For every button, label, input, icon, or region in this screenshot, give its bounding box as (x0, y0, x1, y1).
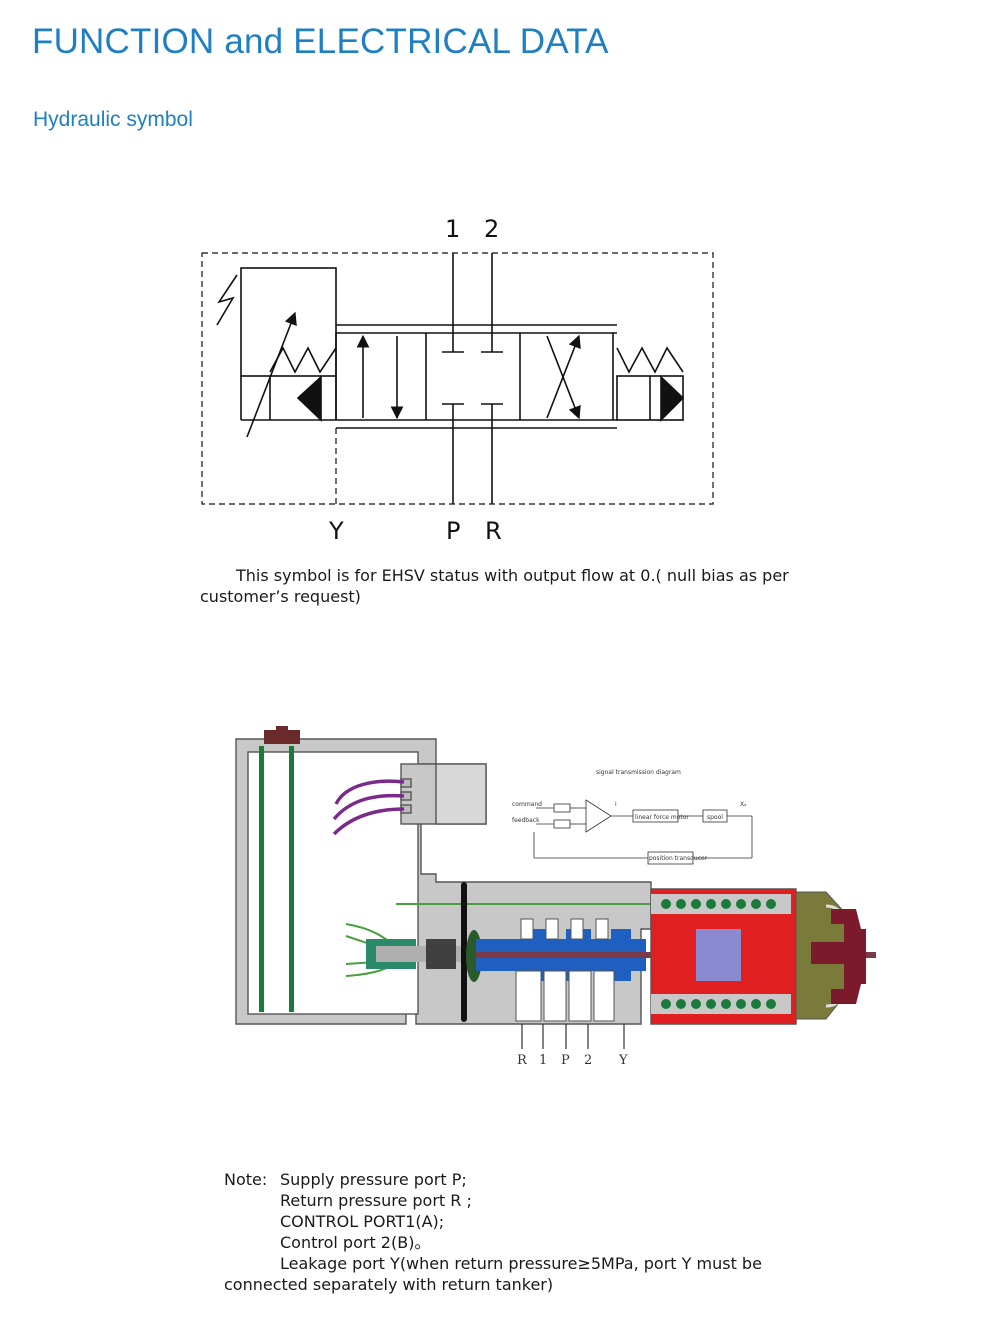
ports-note: Note: Supply pressure port P; Return pres… (224, 1169, 784, 1295)
note-line-b: Control port 2(B)。 (280, 1233, 431, 1252)
note-continuation: connected separately with return tanker) (224, 1275, 554, 1294)
note-label: Note: (224, 1170, 268, 1189)
port-r-label: R (485, 517, 502, 545)
signal-diagram-title: signal transmission diagram (596, 769, 681, 776)
section-port-r: R (517, 1053, 528, 1068)
caption-line-1: This symbol is for EHSV status with outp… (236, 566, 789, 585)
note-line-p: Supply pressure port P; (280, 1170, 467, 1189)
note-line-a: CONTROL PORT1(A); (280, 1212, 445, 1231)
section-subtitle: Hydraulic symbol (33, 108, 193, 131)
section-port-2: 2 (584, 1053, 592, 1068)
section-port-p: P (561, 1053, 570, 1068)
port-p-label: P (446, 517, 460, 545)
command-label: command (512, 801, 542, 808)
linear-force-motor-label: linear force motor (635, 814, 689, 821)
port-1-label: 1 (445, 215, 460, 243)
caption-line-2: customer’s request) (200, 587, 361, 606)
symbol-caption: This symbol is for EHSV status with outp… (200, 565, 790, 607)
hydraulic-symbol: 1 2 Y P R (201, 215, 714, 545)
current-label: i (615, 801, 617, 808)
section-port-1: 1 (539, 1053, 547, 1068)
valve-section-drawing: R 1 P 2 Y signal transmission diagram co… (235, 726, 876, 1068)
spool-label: spool (707, 814, 723, 821)
section-port-y: Y (618, 1053, 628, 1068)
page-title: FUNCTION and ELECTRICAL DATA (32, 22, 609, 61)
feedback-label: feedback (512, 817, 540, 824)
port-y-label: Y (328, 517, 344, 545)
output-label: Xₐ (740, 801, 746, 808)
position-transducer-label: position transducer (649, 855, 708, 862)
note-line-y: Leakage port Y(when return pressure≥5MPa… (280, 1254, 762, 1273)
note-line-r: Return pressure port R ; (280, 1191, 472, 1210)
port-2-label: 2 (484, 215, 499, 243)
